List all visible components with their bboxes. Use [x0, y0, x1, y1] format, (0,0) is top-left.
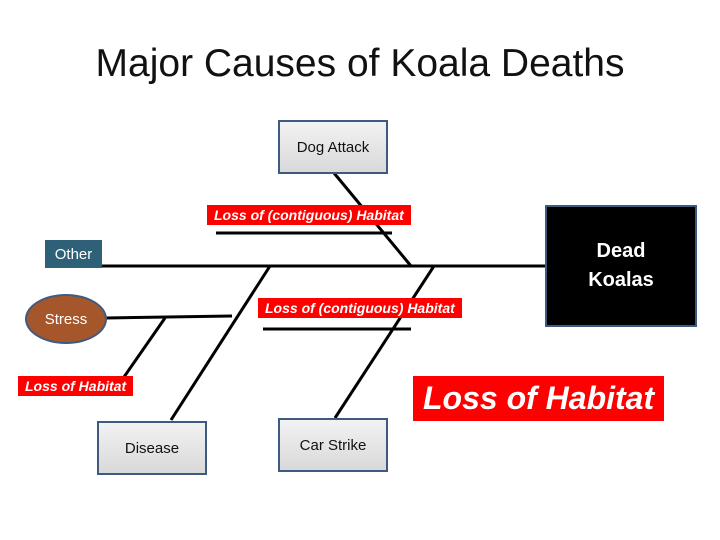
- loss-of-habitat-small-label: Loss of Habitat: [18, 376, 134, 396]
- car-strike-bone: [333, 265, 436, 419]
- dead-koalas-label-line2: Koalas: [588, 269, 654, 291]
- stress-sub-bone: [122, 317, 167, 378]
- stress-line: [105, 314, 233, 320]
- dog-attack-label: Dog Attack: [296, 138, 370, 156]
- stress-label: Stress: [44, 310, 88, 328]
- other-label: Other: [54, 245, 93, 263]
- stress-ellipse: Stress: [25, 294, 107, 344]
- car-strike-box: Car Strike: [278, 418, 388, 472]
- other-box: Other: [45, 240, 102, 268]
- disease-label: Disease: [124, 439, 180, 457]
- car-strike-label: Car Strike: [299, 436, 367, 454]
- dog-attack-box: Dog Attack: [278, 120, 388, 174]
- disease-bone: [169, 265, 272, 421]
- disease-box: Disease: [97, 421, 207, 475]
- dead-koalas-label-line1: Dead: [596, 240, 646, 262]
- page-title: Major Causes of Koala Deaths: [95, 42, 625, 85]
- contiguous-habitat-label-top: Loss of (contiguous) Habitat: [207, 205, 411, 225]
- loss-of-habitat-big-label: Loss of Habitat: [413, 376, 665, 421]
- dead-koalas-box: Dead Koalas: [545, 205, 697, 327]
- contiguous-habitat-label-mid: Loss of (contiguous) Habitat: [258, 298, 462, 318]
